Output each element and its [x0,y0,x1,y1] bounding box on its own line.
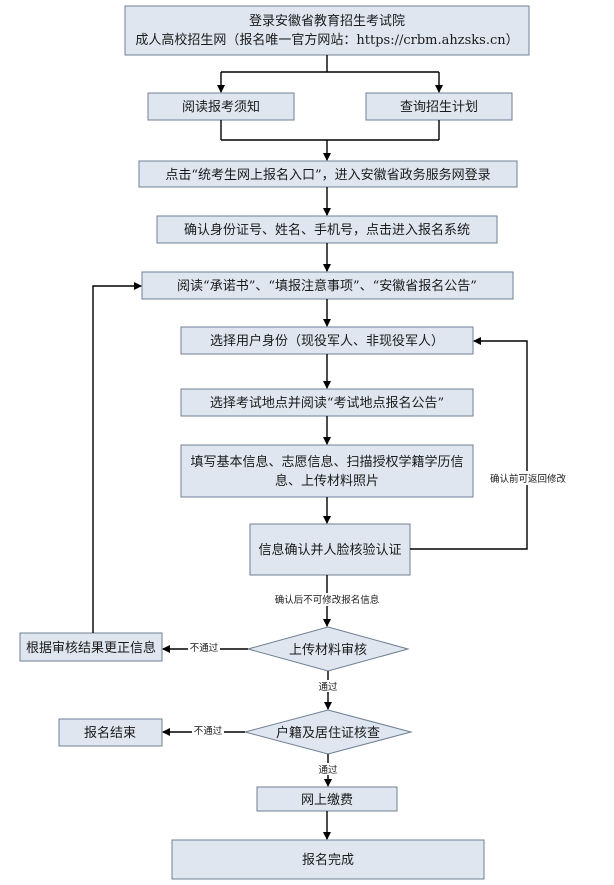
node-reg-end: 报名结束 [58,718,163,747]
edges [92,55,528,840]
node-read-notice: 阅读报考须知 [147,92,295,121]
edge-return-loop [410,337,528,550]
label-pass-review: 通过 [318,681,338,693]
label-cannot-modify: 确认后不可修改报名信息 [275,594,380,606]
node-household-check: 户籍及居住证核查 [243,709,413,755]
node-complete: 报名完成 [171,839,485,880]
node-correct-info: 根据审核结果更正信息 [19,632,163,662]
label-can-return: 确认前可返回修改 [490,473,567,485]
login-title: 登录安徽省教育招生考试院 [249,13,405,29]
login-site: 成人高校招生网（报名唯一官方网站：https://crbm.ahzsks.cn） [135,32,518,48]
read-pledge-label: 阅读“承诺书”、“填报注意事项”、“安徽省报名公告” [177,278,477,294]
fill-info-line1: 填写基本信息、志愿信息、扫描授权学籍学历信 [190,454,463,470]
label-pass-household: 通过 [318,764,338,776]
node-confirm-verify: 信息确认并人脸核验认证 [249,523,411,576]
label-fail-review: 不通过 [190,642,219,654]
material-review-label: 上传材料审核 [289,643,367,658]
node-click-entry: 点击“统考生网上报名入口”，进入安徽省政务服务网登录 [138,160,518,188]
confirm-id-label: 确认身份证号、姓名、手机号，点击进入报名系统 [184,222,470,238]
select-identity-label: 选择用户身份（现役军人、非现役军人） [210,333,444,349]
household-check-label: 户籍及居住证核查 [276,725,380,741]
query-plan-label: 查询招生计划 [400,100,478,115]
fill-info-line2: 息、上传材料照片 [275,473,379,489]
node-fill-info: 填写基本信息、志愿信息、扫描授权学籍学历信 息、上传材料照片 [180,444,474,498]
node-read-pledge: 阅读“承诺书”、“填报注意事项”、“安徽省报名公告” [141,271,514,300]
edge-correct-loop [92,282,142,633]
node-query-plan: 查询招生计划 [365,92,513,121]
node-select-identity: 选择用户身份（现役军人、非现役军人） [180,326,474,355]
node-material-review: 上传材料审核 [246,626,410,672]
click-entry-label: 点击“统考生网上报名入口”，进入安徽省政务服务网登录 [165,167,490,183]
node-payment: 网上缴费 [256,786,398,812]
select-site-label: 选择考试地点并阅读“考试地点报名公告” [210,395,444,411]
node-confirm-id: 确认身份证号、姓名、手机号，点击进入报名系统 [156,215,498,244]
node-login: 登录安徽省教育招生考试院 成人高校招生网（报名唯一官方网站：https://cr… [124,5,530,56]
complete-label: 报名完成 [302,852,354,868]
label-fail-household: 不通过 [194,725,223,737]
read-notice-label: 阅读报考须知 [182,99,260,115]
confirm-verify-label: 信息确认并人脸核验认证 [258,542,401,558]
reg-end-label: 报名结束 [84,725,136,741]
node-select-site: 选择考试地点并阅读“考试地点报名公告” [180,388,474,417]
payment-label: 网上缴费 [301,793,353,808]
correct-info-label: 根据审核结果更正信息 [26,640,156,656]
